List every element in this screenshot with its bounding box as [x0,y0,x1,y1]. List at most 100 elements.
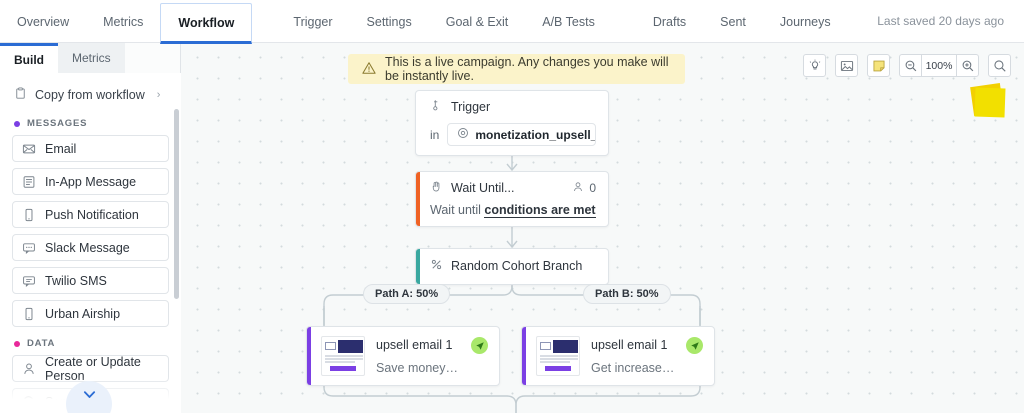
sidebar-scroll-area[interactable]: Copy from workflow › MESSAGES Email [0,73,181,413]
path-chip-b[interactable]: Path B: 50% [583,284,671,304]
palette-item-slack-message[interactable]: Slack Message [12,234,169,261]
tab-workflow-label: Workflow [178,15,235,30]
sidebar-tab-build[interactable]: Build [0,43,58,73]
copy-from-workflow-label: Copy from workflow [35,88,145,102]
palette-item-email[interactable]: Email [12,135,169,162]
warning-triangle-icon [362,61,376,78]
tab-ab-tests[interactable]: A/B Tests [525,0,612,43]
node-trigger-header: Trigger [430,99,596,115]
primary-nav-group: Overview Metrics Workflow [0,0,253,44]
node-email-b-accent [522,327,526,385]
clipboard-icon [14,87,27,103]
sidebar-tab-build-label: Build [14,52,44,67]
email-thumbnail-b [536,336,580,376]
email-thumb-cta [330,366,356,371]
sidebar-tabs: Build Metrics [0,43,180,73]
node-wait-until-count: 0 [572,181,596,196]
nav-spacer [252,0,276,42]
node-email-b-title: upsell email 1 [591,337,668,352]
tab-sent[interactable]: Sent [703,0,763,43]
path-chip-b-label: Path B: 50% [595,288,659,300]
node-random-cohort-title: Random Cohort Branch [451,259,583,273]
path-chip-a[interactable]: Path A: 50% [363,284,451,304]
tab-metrics-label: Metrics [103,14,144,29]
slack-message-icon [22,241,36,255]
zoom-level-value[interactable]: 100% [921,54,957,77]
copy-from-workflow-button[interactable]: Copy from workflow › [12,83,169,107]
sms-bubble-icon [22,274,36,288]
last-saved-label: Last saved 20 days ago [877,14,1004,28]
phone-icon [22,208,36,222]
email-thumb-line [325,355,363,357]
node-wait-until-accent [416,172,420,226]
canvas-sticky-note[interactable] [970,83,1006,119]
node-email-a[interactable]: upsell email 1 Save money with a Premium… [306,326,500,386]
node-trigger-in-label: in [430,127,440,142]
tab-settings[interactable]: Settings [350,0,429,43]
node-random-cohort-branch[interactable]: Random Cohort Branch [415,248,609,285]
palette-item-urban-airship-label: Urban Airship [45,306,121,321]
email-thumb-line [540,358,578,360]
node-email-b[interactable]: upsell email 1 Get increased limits and … [521,326,715,386]
node-wait-until-subtitle: Wait until conditions are met [430,203,596,218]
node-email-a-text: upsell email 1 Save money with a Premium… [376,338,460,375]
tab-overview[interactable]: Overview [0,0,86,43]
zoom-in-button[interactable] [956,54,979,77]
person-icon [572,181,584,196]
email-thumb-cta [545,366,571,371]
tab-ab-tests-label: A/B Tests [542,14,595,29]
node-wait-until-count-value: 0 [589,181,596,195]
lightbulb-icon[interactable] [803,54,826,77]
send-event-icon [22,395,36,409]
palette-item-in-app-message-label: In-App Message [45,174,137,189]
paper-plane-icon [686,337,703,354]
person-icon [22,362,36,376]
top-navigation-bar: Overview Metrics Workflow Trigger Settin… [0,0,1024,44]
tab-sent-label: Sent [720,14,746,29]
node-wait-until-conditions-link[interactable]: conditions are met [484,203,596,218]
sidebar-scrollbar[interactable] [174,109,179,299]
segment-icon [457,127,469,142]
trigger-bolt-icon [430,99,443,115]
node-wait-until-sub-prefix: Wait until [430,203,485,217]
sticky-note-front [974,87,1006,118]
canvas-toolbar: 100% [803,54,1011,77]
percent-icon [430,258,443,274]
node-email-b-subject: Get increased limits and chat s... [591,360,675,375]
palette-item-twilio-sms[interactable]: Twilio SMS [12,267,169,294]
node-trigger-segment-field[interactable]: monetization_upsell_audien... [447,123,596,146]
sidebar-tab-metrics[interactable]: Metrics [58,43,125,73]
node-email-a-body: upsell email 1 Save money with a Premium… [307,327,499,385]
tertiary-nav-group: Drafts Sent Journeys [636,0,848,42]
tab-settings-label: Settings [366,14,412,29]
workflow-canvas[interactable]: This is a live campaign. Any changes you… [181,43,1024,413]
email-thumb-header [338,340,363,353]
email-thumb-line [540,355,578,357]
node-email-a-accent [307,327,311,385]
tab-goal-exit[interactable]: Goal & Exit [429,0,526,43]
palette-item-create-or-update-person[interactable]: Create or Update Person [12,355,169,383]
tab-workflow[interactable]: Workflow [160,3,253,44]
sidebar-panel: Copy from workflow › MESSAGES Email [0,73,181,413]
tab-trigger[interactable]: Trigger [276,0,349,43]
image-icon[interactable] [835,54,858,77]
tab-journeys[interactable]: Journeys [763,0,848,43]
palette-item-push-notification[interactable]: Push Notification [12,201,169,228]
sticky-note-icon[interactable] [867,54,890,77]
envelope-icon [540,342,551,350]
tab-drafts[interactable]: Drafts [636,0,703,43]
palette-item-in-app-message[interactable]: In-App Message [12,168,169,195]
node-trigger-title: Trigger [451,100,491,114]
tab-metrics[interactable]: Metrics [86,0,160,43]
email-thumb-line [325,361,355,363]
node-wait-until[interactable]: Wait Until... 0 Wait until conditions ar… [415,171,609,227]
email-thumb-line [540,361,570,363]
tab-journeys-label: Journeys [779,14,831,29]
search-icon[interactable] [988,54,1011,77]
palette-item-urban-airship[interactable]: Urban Airship [12,300,169,327]
sidebar-group-data-text: DATA [27,338,56,349]
zoom-out-button[interactable] [899,54,922,77]
last-saved-status: Last saved 20 days ago [877,0,1024,42]
node-trigger[interactable]: Trigger in monetization_upsell_audien... [415,90,609,156]
tab-goal-exit-label: Goal & Exit [445,14,509,29]
